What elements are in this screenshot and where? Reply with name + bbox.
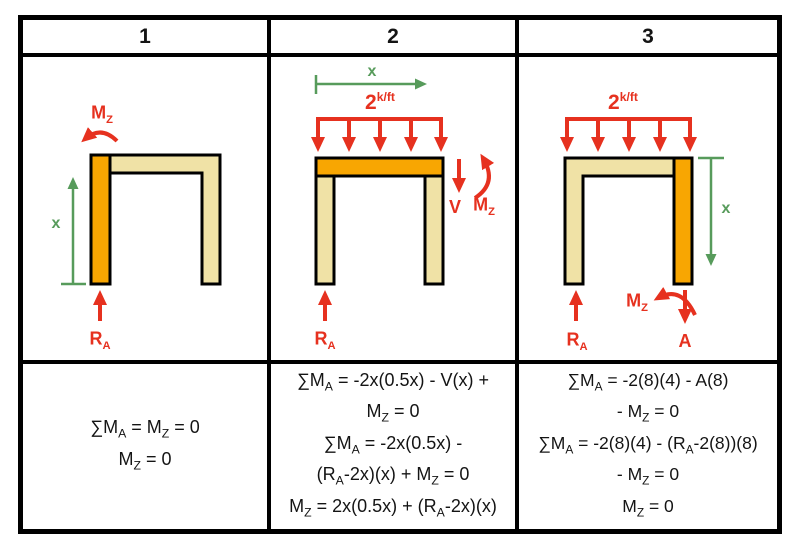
header-cell-1: 1 bbox=[23, 20, 271, 53]
dimension-label-x: x bbox=[721, 200, 731, 217]
frame-sketch-3 bbox=[560, 117, 724, 324]
dimension-x-line bbox=[698, 156, 724, 266]
dimension-x-line bbox=[61, 177, 86, 286]
frame-left-column-highlight bbox=[89, 153, 112, 286]
shear-label-v: V bbox=[448, 197, 462, 217]
case-number-1: 1 bbox=[139, 24, 151, 48]
force-label-a: A bbox=[678, 331, 692, 351]
moment-label-mz: MZ bbox=[91, 102, 113, 127]
equation-block-3: ∑MA = -2(8)(4) - A(8)- MZ = 0∑MA = -2(8)… bbox=[538, 369, 758, 520]
moment-arrow-mz-icon bbox=[653, 286, 697, 316]
moment-label-mz: MZ bbox=[473, 194, 495, 219]
frame-beam-highlight bbox=[314, 156, 445, 178]
frame-beam-right-column bbox=[108, 153, 222, 286]
diagram-case-2: x 2k/ft V MZ RA bbox=[271, 57, 519, 360]
dimension-x-line bbox=[314, 75, 427, 94]
reaction-label-ra: RA bbox=[566, 329, 588, 354]
equations-case-3: ∑MA = -2(8)(4) - A(8)- MZ = 0∑MA = -2(8)… bbox=[519, 364, 777, 529]
frame-left-column bbox=[314, 174, 336, 286]
case-number-3: 3 bbox=[642, 24, 654, 48]
dimension-label-x: x bbox=[367, 63, 377, 80]
frame-sketch-2 bbox=[311, 75, 495, 321]
moment-arrow-mz-icon bbox=[81, 127, 119, 143]
equation-block-2: ∑MA = -2x(0.5x) - V(x) +MZ = 0∑MA = -2x(… bbox=[289, 369, 497, 520]
moment-label-mz: MZ bbox=[626, 290, 648, 315]
diagram-row: MZ x RA bbox=[23, 57, 777, 364]
header-row: 1 2 3 bbox=[23, 20, 777, 57]
equations-case-2: ∑MA = -2x(0.5x) - V(x) +MZ = 0∑MA = -2x(… bbox=[271, 364, 519, 529]
moment-arrow-mz-icon bbox=[473, 153, 495, 200]
case-number-2: 2 bbox=[387, 24, 399, 48]
load-label-2kft: 2k/ft bbox=[608, 90, 638, 114]
reaction-label-ra: RA bbox=[89, 328, 111, 353]
diagram-case-1: MZ x RA bbox=[23, 57, 271, 360]
load-label-2kft: 2k/ft bbox=[365, 90, 395, 114]
distributed-load-arrows bbox=[311, 117, 448, 152]
diagram-case-3: 2k/ft x MZ A RA bbox=[519, 57, 777, 360]
frame-right-column bbox=[423, 174, 445, 286]
dimension-label-x: x bbox=[51, 215, 61, 232]
header-cell-2: 2 bbox=[271, 20, 519, 53]
reaction-label-ra: RA bbox=[314, 328, 336, 353]
frame-right-column-highlight bbox=[672, 156, 694, 286]
frame-beam-left-column bbox=[563, 156, 676, 286]
frame-sketch-1 bbox=[61, 127, 222, 321]
distributed-load-arrows bbox=[560, 117, 697, 152]
header-cell-3: 3 bbox=[519, 20, 777, 53]
free-body-diagram-table: 1 2 3 bbox=[18, 15, 782, 534]
